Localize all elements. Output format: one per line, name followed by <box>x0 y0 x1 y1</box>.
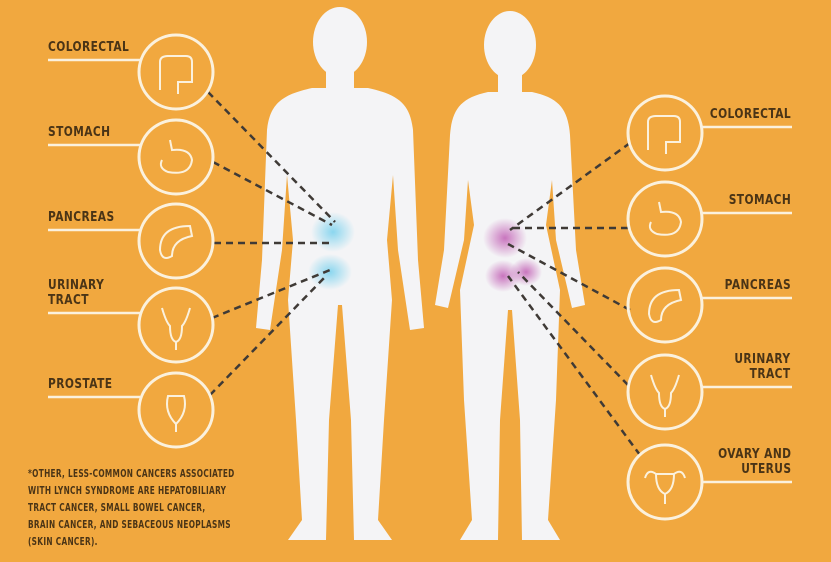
label-stomach-right: STOMACH <box>728 193 791 208</box>
prostate-icon-left <box>137 371 215 449</box>
label-line: UTERUS <box>740 462 791 477</box>
footnote-line: TRACT CANCER, SMALL BOWEL CANCER, <box>28 502 206 514</box>
uterus-icon-right <box>626 443 704 521</box>
label-colorectal-right: COLORECTAL <box>709 107 791 122</box>
colon-icon-right <box>626 94 704 172</box>
label-prostate-left: PROSTATE <box>48 377 113 392</box>
connector-lines <box>207 91 642 456</box>
label-stomach-left: STOMACH <box>48 125 111 140</box>
label-line: TRACT <box>48 293 89 308</box>
urinary-tract-icon-right <box>626 353 704 431</box>
footnote: *OTHER, LESS-COMMON CANCERS ASSOCIATED W… <box>28 466 262 551</box>
label-line: URINARY <box>48 278 105 293</box>
stomach-icon-right <box>626 180 704 258</box>
label-pancreas-left: PANCREAS <box>48 210 115 225</box>
label-line: OVARY AND <box>717 447 791 462</box>
label-line: TRACT <box>750 367 791 382</box>
pancreas-icon-left <box>137 202 215 280</box>
pancreas-icon-right <box>626 266 704 344</box>
colon-icon-left <box>137 33 215 111</box>
label-line: URINARY <box>734 352 791 367</box>
footnote-line: *OTHER, LESS-COMMON CANCERS ASSOCIATED <box>28 468 235 480</box>
male-silhouette <box>256 7 424 540</box>
label-pancreas-right: PANCREAS <box>724 278 791 293</box>
label-underlines <box>48 58 792 484</box>
footnote-line: WITH LYNCH SYNDROME ARE HEPATOBILIARY <box>28 485 227 497</box>
stomach-icon-left <box>137 118 215 196</box>
footnote-line: BRAIN CANCER, AND SEBACEOUS NEOPLASMS <box>28 519 231 531</box>
footnote-line: (SKIN CANCER). <box>28 536 98 548</box>
label-colorectal-left: COLORECTAL <box>48 40 130 55</box>
urinary-tract-icon-left <box>137 286 215 364</box>
